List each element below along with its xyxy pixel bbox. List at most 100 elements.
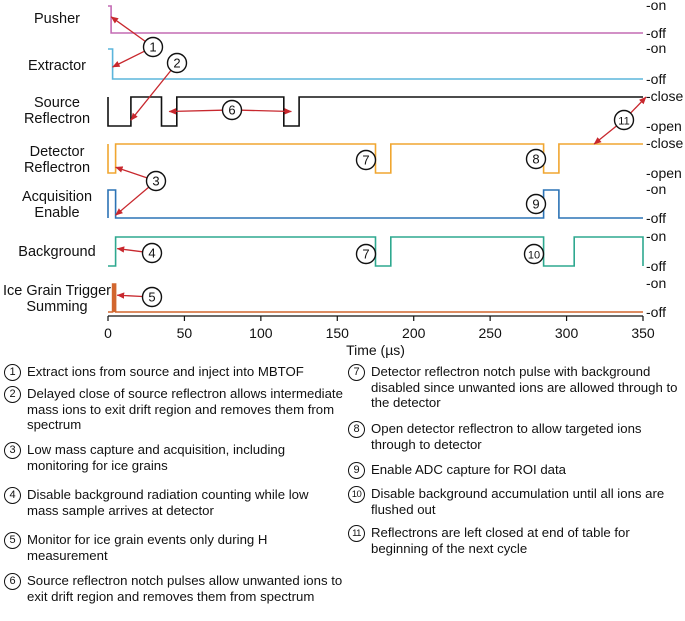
callout-arrow (130, 69, 172, 121)
state-label-high: -on (646, 0, 666, 13)
signal-label: Pusher (34, 11, 80, 27)
state-label-high: -on (646, 228, 666, 244)
note-number: 7 (348, 364, 365, 381)
callout-arrow (241, 108, 292, 115)
state-label-low: -open (646, 165, 682, 181)
callout-bubble (221, 99, 243, 121)
state-label-low: -off (646, 25, 666, 41)
x-tick-label: 350 (631, 325, 655, 341)
note-text: Enable ADC capture for ROI data (371, 462, 566, 477)
callout-bubble (525, 148, 547, 170)
note-number: 9 (348, 462, 365, 479)
note-8: 8 Open detector reflectron to allow targ… (348, 421, 678, 452)
callout-number: 10 (528, 250, 540, 262)
callout-bubble (355, 149, 377, 171)
callout-arrow (630, 96, 647, 114)
state-label-low: -off (646, 71, 666, 87)
state-label-low: -off (646, 304, 666, 320)
note-number: 11 (348, 525, 365, 542)
callout-arrow (115, 166, 148, 179)
note-text: Disable background accumulation until al… (371, 486, 665, 517)
callout-number: 2 (173, 56, 180, 71)
signal-background (108, 236, 644, 267)
note-text: Extract ions from source and inject into… (27, 364, 304, 379)
x-tick-label: 200 (402, 325, 426, 341)
signal-pusher (108, 5, 643, 34)
note-number: 2 (4, 386, 21, 403)
callout-number: 7 (362, 153, 369, 168)
signal-label: Detector (30, 144, 85, 160)
callout-arrow (115, 186, 150, 216)
timing-diagram: Pusher-on-offExtractor-on-offSourceRefle… (3, 0, 684, 358)
x-tick-label: 150 (326, 325, 350, 341)
note-text: Disable background radiation counting wh… (27, 487, 309, 518)
note-text: Monitor for ice grain events only during… (27, 532, 268, 563)
signal-detector_reflectron (107, 143, 643, 174)
note-10: 10 Disable background accumulation until… (348, 486, 682, 517)
state-label-low: -off (646, 258, 666, 274)
note-5: 5 Monitor for ice grain events only duri… (4, 532, 339, 563)
signal-ice_grain (108, 283, 643, 313)
signal-label: Reflectron (24, 111, 90, 127)
note-number: 5 (4, 532, 21, 549)
signal-label: Enable (34, 205, 79, 221)
note-number: 3 (4, 442, 21, 459)
note-text: Detector reflectron notch pulse with bac… (371, 364, 678, 410)
note-text: Reflectrons are left closed at end of ta… (371, 525, 630, 556)
signal-label: Acquisition (22, 189, 92, 205)
callout-bubble (525, 193, 547, 215)
state-label-high: -on (646, 40, 666, 56)
note-6: 6 Source reflectron notch pulses allow u… (4, 573, 346, 604)
note-11: 11 Reflectrons are left closed at end of… (348, 525, 682, 556)
signal-extractor (108, 48, 643, 80)
signal-label: Extractor (28, 58, 86, 74)
callout-arrow (116, 292, 143, 299)
callout-number: 9 (532, 197, 539, 212)
callout-arrow (116, 246, 143, 253)
callout-bubble (613, 109, 635, 131)
state-label-high: -close (646, 88, 684, 104)
note-1: 1 Extract ions from source and inject in… (4, 364, 339, 381)
note-number: 1 (4, 364, 21, 381)
state-label-high: -on (646, 275, 666, 291)
signal-label: Source (34, 95, 80, 111)
callout-arrow (593, 125, 618, 145)
note-4: 4 Disable background radiation counting … (4, 487, 339, 518)
x-tick-label: 250 (478, 325, 502, 341)
note-9: 9 Enable ADC capture for ROI data (348, 462, 678, 479)
callout-number: 5 (148, 290, 155, 305)
note-text: Low mass capture and acquisition, includ… (27, 442, 286, 473)
callout-number: 7 (362, 247, 369, 262)
callout-number: 1 (149, 40, 156, 55)
callout-bubble (141, 286, 163, 308)
callout-bubble (355, 243, 377, 265)
callout-bubble (523, 243, 545, 265)
callout-arrow (110, 16, 146, 42)
state-label-high: -close (646, 135, 684, 151)
note-text: Source reflectron notch pulses allow unw… (27, 573, 343, 604)
note-number: 8 (348, 421, 365, 438)
note-number: 6 (4, 573, 21, 590)
x-tick-label: 50 (177, 325, 193, 341)
signal-acquisition_enable (107, 189, 643, 219)
signal-label: Reflectron (24, 160, 90, 176)
callout-number: 8 (532, 152, 539, 167)
callout-bubble (166, 52, 188, 74)
state-label-low: -off (646, 210, 666, 226)
note-number: 4 (4, 487, 21, 504)
callout-arrow (112, 50, 145, 68)
x-tick-label: 100 (249, 325, 273, 341)
callout-bubble (145, 170, 167, 192)
signal-label: Background (18, 244, 95, 260)
x-tick-label: 300 (555, 325, 579, 341)
state-label-high: -on (646, 181, 666, 197)
callout-number: 6 (228, 103, 235, 118)
signal-pulse-ice_grain (112, 284, 116, 312)
note-text: Delayed close of source reflectron allow… (27, 386, 343, 432)
signal-label: Ice Grain Trigger (3, 283, 111, 299)
callout-bubble (142, 36, 164, 58)
note-2: 2 Delayed close of source reflectron all… (4, 386, 346, 433)
note-text: Open detector reflectron to allow target… (371, 421, 642, 452)
callout-number: 4 (148, 246, 155, 261)
callout-arrow (168, 108, 223, 115)
